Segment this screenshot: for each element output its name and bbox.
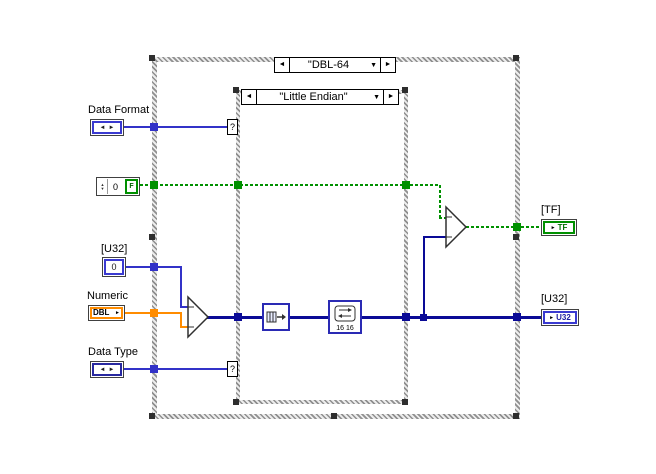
case-structure-inner[interactable] [236,90,408,404]
control-out-arrow-icon: ► [115,310,120,316]
resize-handle[interactable] [233,399,239,405]
divider [289,58,290,72]
tunnel [150,309,158,317]
select-function[interactable] [444,205,468,249]
resize-handle[interactable] [331,413,337,419]
resize-handle[interactable] [149,413,155,419]
wire-u32-input [180,266,182,308]
numeric-dbl-control[interactable]: DBL ► [88,305,125,321]
wire-junction-dot [420,314,427,321]
wire-boolean [439,217,447,219]
u32-input-control[interactable]: 0 [102,257,126,277]
case-selector-terminal[interactable]: ? [227,361,238,377]
select-function-icon [445,205,468,249]
data-format-ring-control[interactable]: ◄ ► [90,119,124,136]
swap-words-icon: 16 16 [328,300,362,334]
resize-handle[interactable] [233,87,239,93]
numeric-label: Numeric [87,290,128,302]
tunnel [150,263,158,271]
tf-type-text: TF [557,222,568,232]
data-type-label: Data Type [88,346,138,358]
inner-case-selector-label[interactable]: ◄ "Little Endian" ▼ ► [241,89,399,105]
data-type-ring-control[interactable]: ◄ ► [90,361,124,378]
indicator-in-arrow-icon: ► [549,314,555,321]
tunnel [402,313,410,321]
constant-value: 0 [108,179,123,194]
previous-case-button[interactable]: ◄ [278,61,286,68]
wire-branch-up [423,236,446,238]
u32-output-label: [U32] [541,293,568,305]
next-case-button[interactable]: ► [387,93,395,100]
wire-data-type [124,368,229,370]
ring-right-icon: ► [108,124,115,131]
select-function[interactable] [186,295,210,339]
case-dropdown-icon[interactable]: ▼ [373,93,380,101]
indicator-in-arrow-icon: ► [550,224,556,231]
tunnel [513,313,521,321]
wire-boolean [140,184,440,186]
swap-words-caption: 16 16 [336,325,354,332]
dbl-type-text: DBL [93,308,110,317]
spinner-icon[interactable]: ▲▼ [98,179,108,194]
select-function-icon [187,295,210,339]
resize-handle[interactable] [149,234,155,240]
wire-boolean-out [466,226,541,228]
u32-output-indicator[interactable]: ► U32 [541,309,579,326]
wire-branch-up [423,236,425,316]
resize-handle[interactable] [513,55,519,61]
divider [383,90,384,104]
tf-output-label: [TF] [541,204,561,216]
wire-boolean [439,185,441,218]
inner-case-title: "Little Endian" [279,91,348,103]
u32-input-label: [U32] [101,243,128,255]
tf-output-indicator[interactable]: ► TF [541,219,577,236]
divider [380,58,381,72]
tunnel [513,223,521,231]
tunnel [150,123,158,131]
tunnel [234,181,242,189]
resize-handle[interactable] [513,234,519,240]
resize-handle[interactable] [402,399,408,405]
resize-handle[interactable] [149,55,155,61]
resize-handle[interactable] [513,413,519,419]
u32-type-text: U32 [556,312,571,322]
wire-numeric [180,326,188,328]
wire-numeric [180,312,182,328]
wire-data-format [124,126,229,128]
tunnel [150,365,158,373]
next-case-button[interactable]: ► [384,61,392,68]
tunnel [150,181,158,189]
case-selector-terminal[interactable]: ? [227,119,238,135]
outer-case-selector-label[interactable]: ◄ "DBL-64 ▼ ► [274,57,396,73]
divider [256,90,257,104]
swap-words-node[interactable]: 16 16 [328,300,362,334]
wire-main-data [207,316,541,319]
enum-boolean-constant[interactable]: ▲▼ 0 F [96,177,140,196]
ring-right-icon: ► [108,366,115,373]
array-to-number-icon [262,303,290,331]
previous-case-button[interactable]: ◄ [245,93,253,100]
resize-handle[interactable] [402,87,408,93]
ring-left-icon: ◄ [99,366,106,373]
data-format-label: Data Format [88,104,150,116]
boolean-flag[interactable]: F [125,179,138,194]
tunnel [402,181,410,189]
ring-left-icon: ◄ [99,124,106,131]
array-to-number-node[interactable] [262,303,290,331]
case-dropdown-icon[interactable]: ▼ [370,61,377,69]
outer-case-title: "DBL-64 [307,59,350,71]
case-structure-inner-interior [240,94,404,400]
tunnel [234,313,242,321]
wire-u32-input [180,306,188,308]
